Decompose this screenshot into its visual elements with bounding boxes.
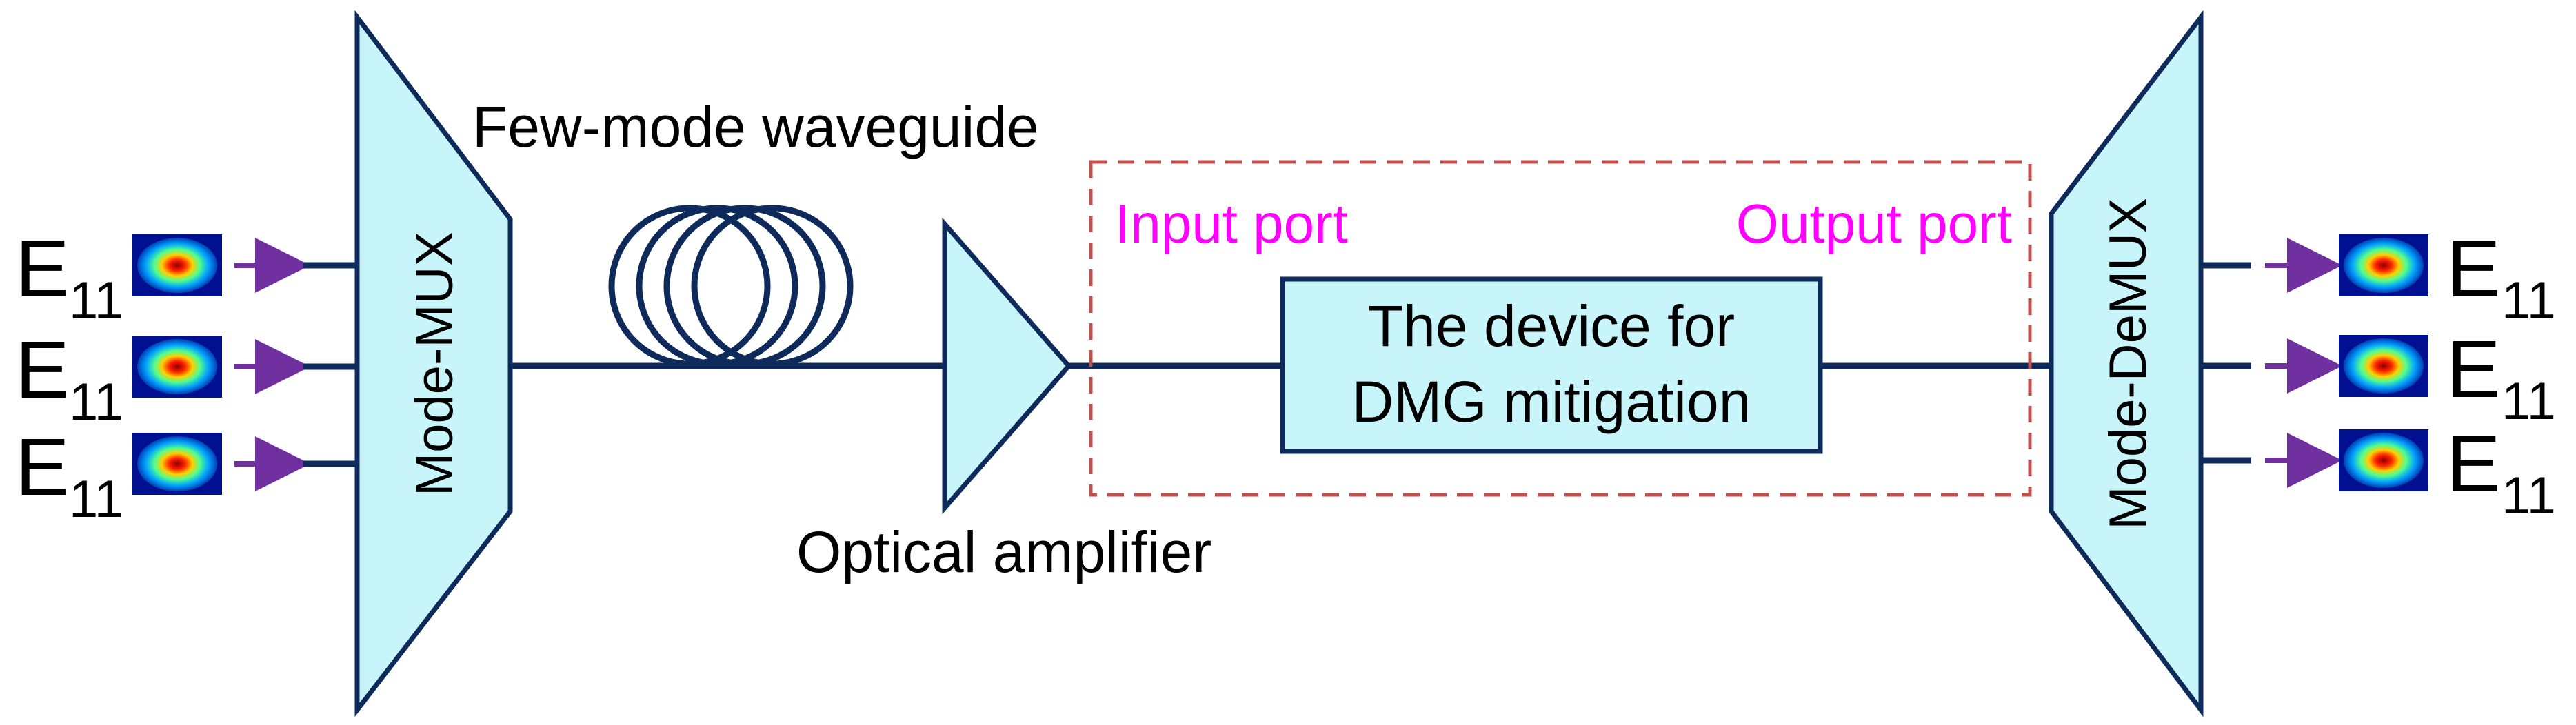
output-channel: E 11 xyxy=(2201,418,2556,525)
few-mode-waveguide: Few-mode waveguide xyxy=(472,94,1039,367)
gaussian-mode-spot xyxy=(137,238,217,293)
mode-demux-label: Mode-DeMUX xyxy=(2099,198,2157,529)
output-channel: E 11 xyxy=(2201,324,2556,431)
output-mode-label: E xyxy=(2446,223,2501,314)
mode-mux: Mode-MUX xyxy=(354,10,513,717)
input-channel: E 11 xyxy=(15,422,355,529)
input-mode-subscript: 11 xyxy=(69,470,123,529)
input-channel: E 11 xyxy=(15,223,355,330)
output-channel: E 11 xyxy=(2201,223,2556,330)
amplifier-label: Optical amplifier xyxy=(796,520,1211,584)
output-mode-subscript: 11 xyxy=(2502,372,2556,431)
dmg-device-box xyxy=(1280,276,1823,454)
output-mode-subscript: 11 xyxy=(2502,467,2556,525)
waveguide-label: Few-mode waveguide xyxy=(472,94,1039,159)
mode-demux: Mode-DeMUX xyxy=(2049,10,2204,717)
input-mode-subscript: 11 xyxy=(69,373,123,431)
mode-mux-label: Mode-MUX xyxy=(405,232,464,496)
input-mode-label: E xyxy=(15,325,70,416)
output-channels: E 11 E 11 E 11 xyxy=(2201,223,2556,525)
output-mode-label: E xyxy=(2446,324,2501,415)
input-mode-subscript: 11 xyxy=(69,272,123,330)
device-label-line-1: The device for xyxy=(1368,294,1735,358)
input-port-label: Input port xyxy=(1115,193,1348,254)
gaussian-mode-spot xyxy=(2344,433,2424,488)
gaussian-mode-spot xyxy=(2344,338,2424,394)
fiber-coil-icon xyxy=(608,205,854,367)
gaussian-mode-spot xyxy=(137,339,217,394)
output-mode-subscript: 11 xyxy=(2502,272,2556,330)
mode-mux-trapezoid xyxy=(354,10,513,717)
gaussian-mode-spot xyxy=(2344,238,2424,293)
input-channels: E 11 E 11 E 11 xyxy=(15,223,355,529)
output-mode-label: E xyxy=(2446,418,2501,509)
amplifier-triangle xyxy=(942,217,1072,515)
device-label-line-2: DMG mitigation xyxy=(1352,369,1751,434)
input-mode-label: E xyxy=(15,422,70,513)
mode-demux-trapezoid xyxy=(2049,10,2204,717)
output-port-label: Output port xyxy=(1736,193,2012,254)
input-mode-label: E xyxy=(15,223,70,314)
gaussian-mode-spot xyxy=(137,436,217,491)
dmg-mitigation-section: Input port Output port The device for DM… xyxy=(1089,160,2032,497)
dashed-boundary-box xyxy=(1089,160,2032,497)
input-channel: E 11 xyxy=(15,325,355,431)
optical-amplifier: Optical amplifier xyxy=(796,217,1211,584)
